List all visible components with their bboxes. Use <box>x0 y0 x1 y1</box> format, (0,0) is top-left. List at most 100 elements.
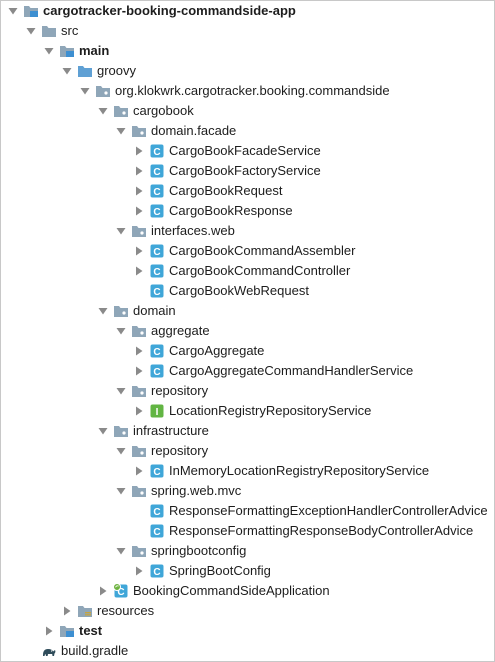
tree-node[interactable]: cargobook <box>1 101 494 121</box>
tree-node-label: CargoBookCommandController <box>169 263 351 278</box>
collapse-arrow-icon[interactable] <box>115 225 127 237</box>
tree-node-label: CargoBookFacadeService <box>169 143 321 158</box>
package-icon <box>131 443 147 459</box>
tree-node[interactable]: domain <box>1 301 494 321</box>
package-icon <box>113 303 129 319</box>
tree-node[interactable]: C CargoBookCommandController <box>1 261 494 281</box>
collapse-arrow-icon[interactable] <box>25 25 37 37</box>
package-icon <box>131 483 147 499</box>
class-icon: C <box>149 343 165 359</box>
tree-node-label: spring.web.mvc <box>151 483 242 498</box>
svg-text:C: C <box>153 507 160 518</box>
tree-node[interactable]: C InMemoryLocationRegistryRepositoryServi… <box>1 461 494 481</box>
tree-node-label: InMemoryLocationRegistryRepositoryServic… <box>169 463 430 478</box>
tree-node-label: CargoBookResponse <box>169 203 293 218</box>
tree-node[interactable]: cargotracker-booking-commandside-app <box>1 1 494 21</box>
tree-node[interactable]: spring.web.mvc <box>1 481 494 501</box>
tree-node[interactable]: C ResponseFormattingExceptionHandlerContr… <box>1 501 494 521</box>
package-icon <box>95 83 111 99</box>
tree-node-label: groovy <box>97 63 137 78</box>
class-icon: C <box>149 243 165 259</box>
expand-arrow-icon[interactable] <box>133 185 145 197</box>
class-icon: C <box>149 263 165 279</box>
collapse-arrow-icon[interactable] <box>115 325 127 337</box>
source-folder-icon <box>77 63 93 79</box>
tree-node-label: cargobook <box>133 103 194 118</box>
tree-node[interactable]: groovy <box>1 61 494 81</box>
collapse-arrow-icon[interactable] <box>115 445 127 457</box>
expand-arrow-icon[interactable] <box>133 265 145 277</box>
collapse-arrow-icon[interactable] <box>7 5 19 17</box>
collapse-arrow-icon[interactable] <box>97 105 109 117</box>
tree-node-label: ResponseFormattingResponseBodyController… <box>169 523 474 538</box>
collapse-arrow-icon[interactable] <box>115 485 127 497</box>
collapse-arrow-icon[interactable] <box>79 85 91 97</box>
module-folder-icon <box>59 623 75 639</box>
tree-node[interactable]: domain.facade <box>1 121 494 141</box>
svg-text:C: C <box>153 347 160 358</box>
tree-node[interactable]: infrastructure <box>1 421 494 441</box>
tree-node-label: ResponseFormattingExceptionHandlerContro… <box>169 503 488 518</box>
expand-arrow-icon[interactable] <box>43 625 55 637</box>
package-icon <box>131 323 147 339</box>
module-folder-icon <box>59 43 75 59</box>
tree-node[interactable]: C ResponseFormattingResponseBodyControlle… <box>1 521 494 541</box>
svg-text:C: C <box>153 567 160 578</box>
expand-arrow-icon[interactable] <box>133 345 145 357</box>
tree-node[interactable]: aggregate <box>1 321 494 341</box>
collapse-arrow-icon[interactable] <box>61 65 73 77</box>
tree-node-label: CargoBookRequest <box>169 183 283 198</box>
svg-text:C: C <box>153 527 160 538</box>
svg-text:C: C <box>153 367 160 378</box>
expand-arrow-icon[interactable] <box>133 405 145 417</box>
expand-arrow-icon[interactable] <box>133 565 145 577</box>
expand-arrow-icon[interactable] <box>133 465 145 477</box>
collapse-arrow-icon[interactable] <box>115 385 127 397</box>
expand-arrow-icon[interactable] <box>133 165 145 177</box>
expand-arrow-icon[interactable] <box>61 605 73 617</box>
svg-text:C: C <box>153 147 160 158</box>
svg-text:C: C <box>153 467 160 478</box>
tree-node[interactable]: springbootconfig <box>1 541 494 561</box>
collapse-arrow-icon[interactable] <box>115 125 127 137</box>
expand-arrow-icon[interactable] <box>133 205 145 217</box>
tree-node[interactable]: build.gradle <box>1 641 494 661</box>
gradle-icon <box>41 643 57 659</box>
tree-node[interactable]: interfaces.web <box>1 221 494 241</box>
tree-node[interactable]: repository <box>1 381 494 401</box>
expand-arrow-icon[interactable] <box>133 245 145 257</box>
tree-node-label: LocationRegistryRepositoryService <box>169 403 372 418</box>
tree-node[interactable]: org.klokwrk.cargotracker.booking.command… <box>1 81 494 101</box>
tree-node[interactable]: repository <box>1 441 494 461</box>
expand-arrow-icon[interactable] <box>133 145 145 157</box>
package-icon <box>113 423 129 439</box>
tree-node-label: aggregate <box>151 323 210 338</box>
expand-arrow-icon[interactable] <box>97 585 109 597</box>
tree-node-label: CargoAggregate <box>169 343 265 358</box>
tree-node[interactable]: main <box>1 41 494 61</box>
tree-node[interactable]: C CargoAggregate <box>1 341 494 361</box>
collapse-arrow-icon[interactable] <box>115 545 127 557</box>
svg-text:C: C <box>153 287 160 298</box>
tree-node[interactable]: test <box>1 621 494 641</box>
class-icon: C <box>149 563 165 579</box>
tree-node[interactable]: resources <box>1 601 494 621</box>
collapse-arrow-icon[interactable] <box>97 425 109 437</box>
package-icon <box>131 123 147 139</box>
tree-node[interactable]: src <box>1 21 494 41</box>
tree-node[interactable]: C CargoBookFacadeService <box>1 141 494 161</box>
expand-arrow-icon[interactable] <box>133 365 145 377</box>
svg-text:C: C <box>153 267 160 278</box>
tree-node-label: main <box>79 43 110 58</box>
collapse-arrow-icon[interactable] <box>97 305 109 317</box>
collapse-arrow-icon[interactable] <box>43 45 55 57</box>
